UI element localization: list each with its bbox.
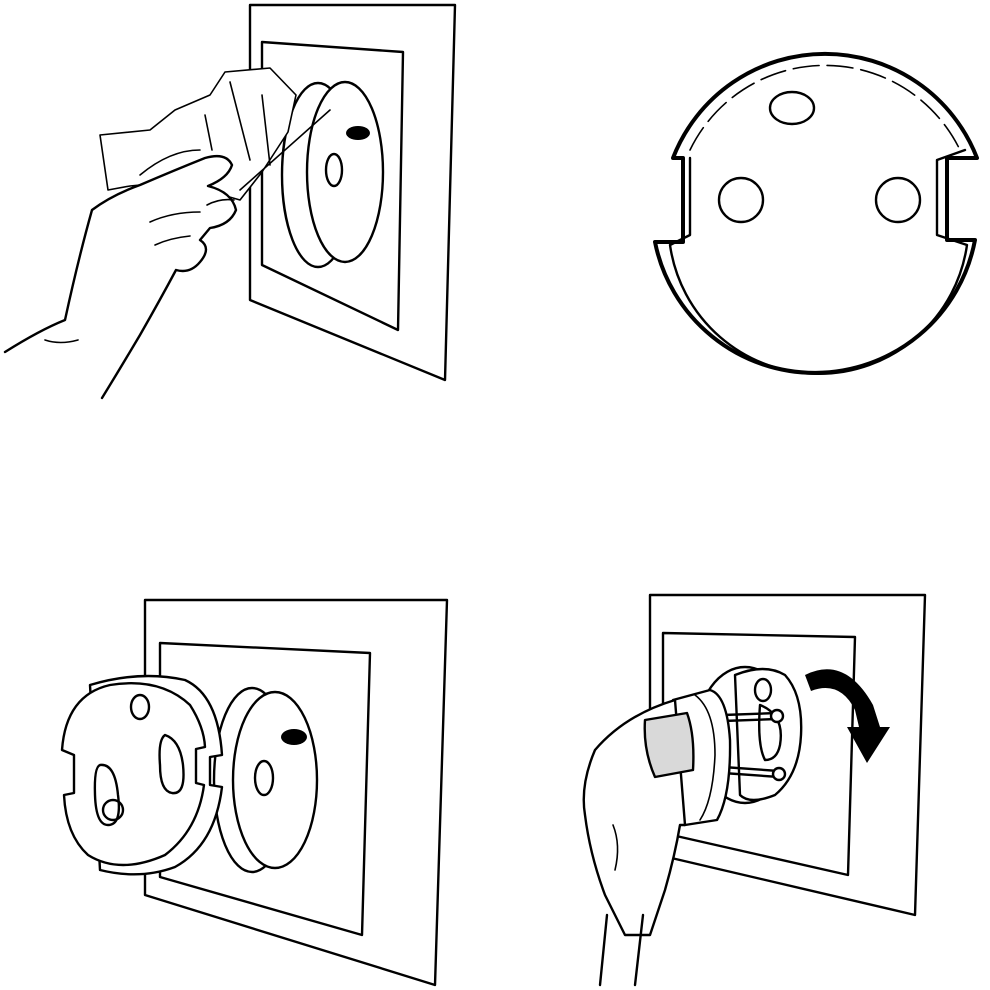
cover-inner-rim bbox=[668, 148, 969, 375]
pin-hole-left bbox=[717, 176, 765, 224]
hand-wiping-socket-icon bbox=[3, 3, 457, 400]
socket-dot bbox=[281, 729, 307, 745]
power-cord-left bbox=[598, 913, 609, 987]
power-cord-right bbox=[633, 913, 645, 987]
cover-dashed-rim bbox=[689, 64, 961, 151]
plug-grip bbox=[643, 711, 695, 779]
plug-rotating-cover-icon bbox=[582, 593, 927, 987]
cover-outline bbox=[653, 51, 979, 375]
pin-tip-upper bbox=[769, 708, 785, 724]
wall-plate-inner bbox=[260, 40, 405, 332]
cover-next-to-socket-icon bbox=[60, 598, 449, 987]
pin-slot-left bbox=[93, 763, 121, 827]
socket-cover-icon bbox=[60, 682, 207, 867]
socket-cover-front-view-icon bbox=[653, 51, 979, 375]
socket-dot bbox=[346, 126, 370, 140]
pin-hole-right bbox=[874, 176, 922, 224]
ground-hole bbox=[129, 693, 151, 721]
hand-icon bbox=[3, 154, 238, 400]
step-cover-front-panel bbox=[495, 0, 990, 495]
step-align-cover-panel bbox=[0, 495, 495, 990]
wipe-line bbox=[239, 109, 331, 191]
ground-hole bbox=[768, 90, 816, 126]
pin-tip-lower bbox=[771, 766, 787, 782]
step-clean-socket-panel bbox=[0, 0, 495, 495]
step-rotate-plug-panel bbox=[495, 495, 990, 990]
socket-hole bbox=[324, 152, 344, 188]
socket-face bbox=[305, 80, 385, 264]
ground-hole bbox=[753, 677, 773, 703]
socket-cover-icon bbox=[733, 667, 803, 802]
pin-hole-left bbox=[101, 798, 125, 822]
socket-face bbox=[231, 690, 319, 870]
rotate-arrow-icon bbox=[805, 669, 890, 763]
socket-hole bbox=[253, 759, 275, 797]
plug-pin-lower-edge bbox=[721, 771, 781, 779]
plug-pin-lower bbox=[721, 765, 781, 773]
plug-pin-upper bbox=[721, 711, 779, 717]
wall-plate-outer bbox=[248, 3, 457, 382]
plug-pin-upper-edge bbox=[721, 717, 779, 723]
pin-slot-right bbox=[158, 733, 185, 795]
